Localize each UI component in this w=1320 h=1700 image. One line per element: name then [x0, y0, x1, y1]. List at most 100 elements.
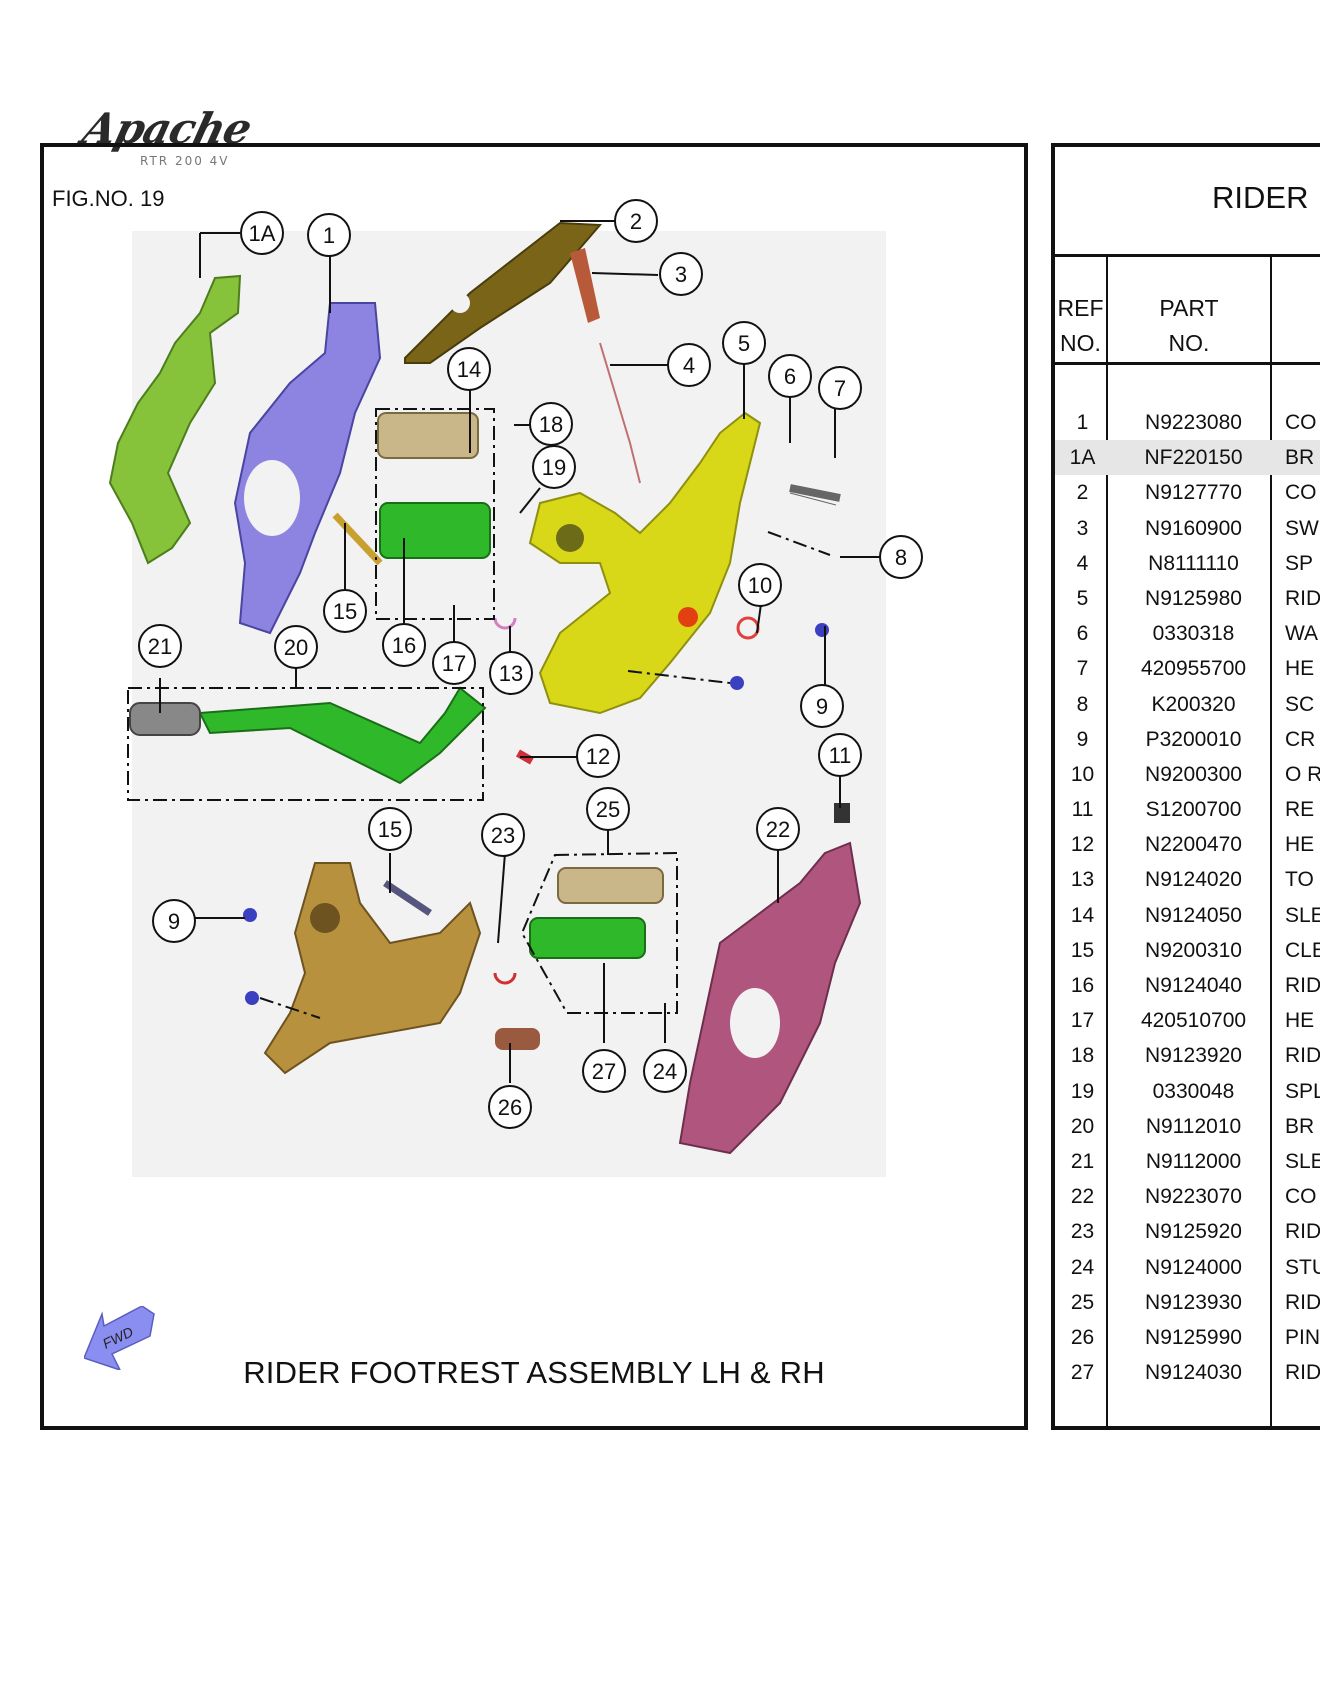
cell-part-no: N9124000: [1145, 1255, 1242, 1279]
cover-olive: [404, 221, 603, 364]
cell-part-no: N9200300: [1145, 762, 1242, 786]
callout-15b: 15: [378, 817, 402, 842]
callout-9a-circle: [800, 684, 844, 728]
callout-22-circle: [756, 807, 800, 851]
cell-part-no: NF220150: [1144, 446, 1243, 470]
callout-11-circle: [818, 733, 862, 777]
cell-description: SP: [1285, 551, 1314, 575]
callout-7: 7: [834, 376, 846, 401]
leader-lines: [159, 220, 880, 1083]
callout-9b: 9: [168, 909, 180, 934]
cell-ref-no: 1: [1076, 411, 1089, 434]
cell-part-no: N9112000: [1145, 1149, 1242, 1173]
callout-17: 17: [442, 651, 466, 676]
return-spring: [599, 342, 641, 484]
callout-5-circle: [722, 321, 766, 365]
callout-8-circle: [879, 535, 923, 579]
callout-21-circle: [138, 624, 182, 668]
callout-1a: 1A: [249, 221, 276, 246]
cell-ref-no: 9: [1076, 727, 1089, 751]
callout-24-circle: [643, 1049, 687, 1093]
figure-number: FIG.NO. 19: [52, 186, 165, 211]
callout-18: 18: [539, 412, 563, 437]
cell-ref-no: 27: [1070, 1361, 1095, 1385]
pin: [495, 1028, 540, 1050]
callout-9a: 9: [816, 694, 828, 719]
callout-4: 4: [683, 353, 695, 378]
crimp-nut-1: [815, 623, 829, 637]
header-part-line1: PART: [1159, 295, 1219, 321]
figure-caption: RIDER FOOTREST ASSEMBLY LH & RH: [243, 1355, 825, 1390]
cell-part-no: N9125990: [1145, 1325, 1242, 1349]
cell-part-no: N9160900: [1145, 516, 1242, 540]
brand-model-text: RTR 200 4V: [140, 154, 230, 168]
table-column-divider-2: [1270, 256, 1272, 1428]
cover-lh-lilac: [233, 302, 382, 635]
header-part-line2: NO.: [1168, 330, 1210, 356]
footrest-lh-green: [379, 502, 491, 559]
cell-description: SPL: [1285, 1079, 1320, 1103]
callout-15b-circle: [368, 807, 412, 851]
callout-3: 3: [675, 262, 687, 287]
callout-1a-circle: [240, 211, 284, 255]
cell-ref-no: 3: [1076, 516, 1089, 540]
callout-20: 20: [284, 635, 308, 660]
cell-description: BR: [1285, 446, 1315, 470]
retainer: [834, 803, 850, 823]
cell-part-no: N9124020: [1145, 868, 1242, 892]
cell-ref-no: 22: [1070, 1185, 1095, 1209]
callout-18-circle: [529, 402, 573, 446]
callout-14-circle: [447, 347, 491, 391]
callout-14: 14: [457, 357, 481, 382]
cell-ref-no: 20: [1070, 1114, 1095, 1138]
cell-description: RID: [1285, 1044, 1320, 1068]
callout-5: 5: [738, 331, 750, 356]
callout-19-circle: [532, 445, 576, 489]
callout-16: 16: [392, 633, 416, 658]
cell-description: RE: [1285, 798, 1315, 822]
callout-1-circle: [307, 213, 351, 257]
hex-bolt-1: [789, 484, 841, 502]
header-ref-no: REF NO.: [1055, 291, 1106, 361]
crimp-nut-4: [245, 991, 259, 1005]
cell-part-no: N9125920: [1145, 1220, 1242, 1244]
cell-part-no: N9112010: [1145, 1114, 1242, 1138]
clevis-pin-lh: [383, 880, 432, 916]
cell-ref-no: 21: [1070, 1149, 1095, 1173]
cell-ref-no: 17: [1070, 1009, 1095, 1033]
callout-24: 24: [653, 1059, 677, 1084]
callout-9b-circle: [152, 899, 196, 943]
cell-ref-no: 10: [1070, 762, 1095, 786]
crimp-nut-3: [243, 908, 257, 922]
callout-12: 12: [586, 744, 610, 769]
cell-ref-no: 23: [1070, 1220, 1095, 1244]
callout-26-circle: [488, 1085, 532, 1129]
cell-description: WA: [1285, 622, 1319, 646]
cell-part-no: N9127770: [1145, 481, 1242, 505]
cell-description: SLE: [1285, 903, 1320, 927]
footrest-rubber-lh: [377, 412, 479, 459]
callout-3-circle: [659, 252, 703, 296]
cell-description: RID: [1285, 1361, 1320, 1385]
header-ref-line2: NO.: [1060, 330, 1101, 356]
cell-ref-no: 6: [1076, 622, 1089, 646]
callout-26: 26: [498, 1095, 522, 1120]
cell-ref-no: 8: [1076, 692, 1089, 716]
cell-description: CR: [1285, 727, 1316, 751]
torsion-spring: [493, 617, 517, 630]
